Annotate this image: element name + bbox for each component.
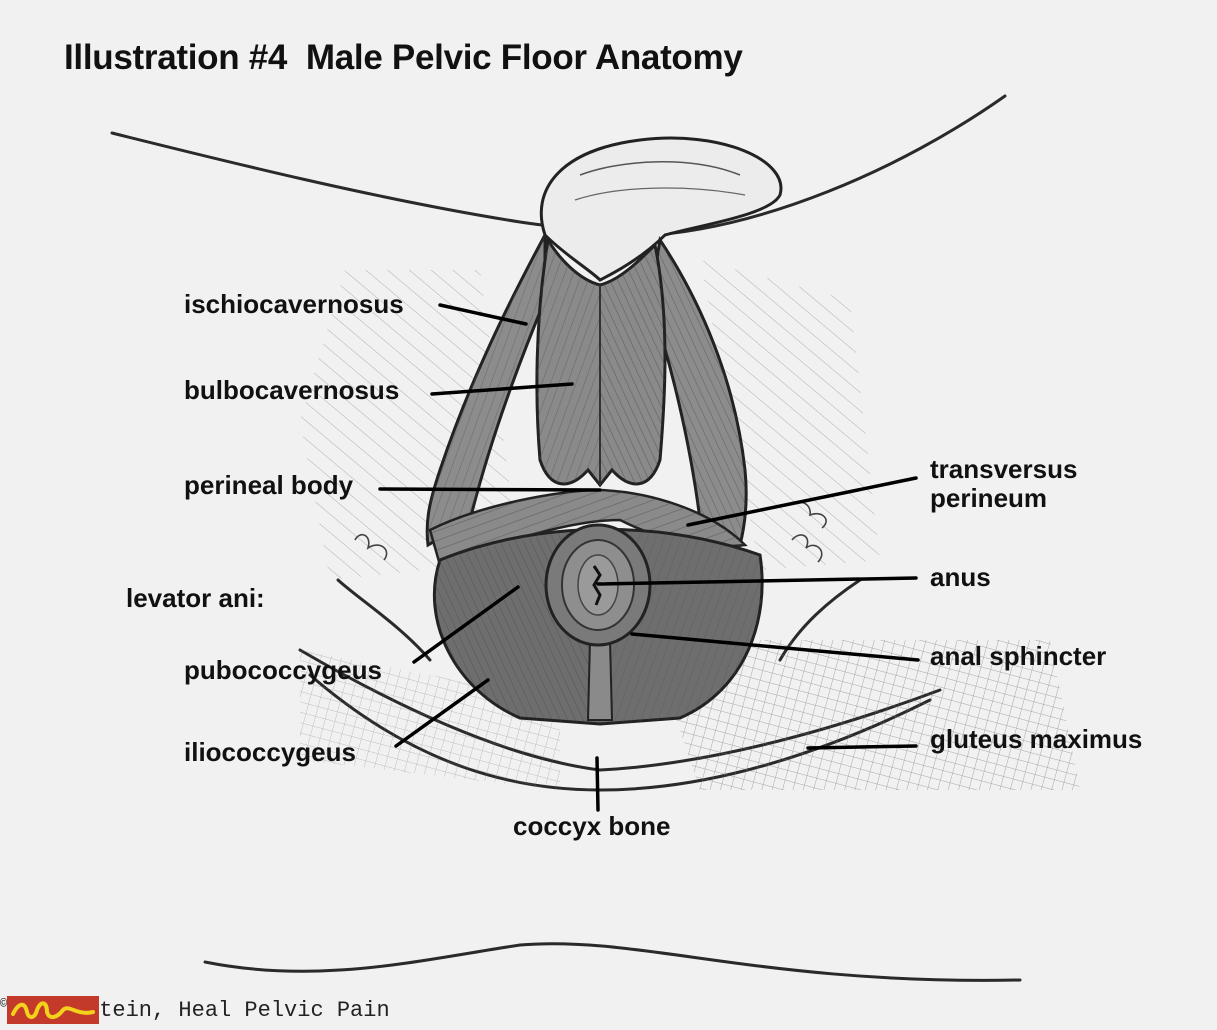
label-levator-ani: levator ani:	[126, 583, 265, 613]
leader-pubococcygeus	[412, 585, 520, 664]
leader-iliococcygeus	[394, 678, 490, 748]
leader-transversus-perineum	[686, 476, 918, 527]
illustration-title: Illustration #4 Male Pelvic Floor Anatom…	[64, 38, 743, 77]
leader-anus	[596, 576, 918, 586]
label-gluteus-maximus: gluteus maximus	[930, 724, 1143, 754]
copyright-mark: ©	[0, 997, 8, 1011]
label-coccyx-bone: coccyx bone	[513, 811, 671, 841]
label-anus: anus	[930, 562, 991, 592]
anus-opening	[592, 565, 602, 606]
ischiocavernosus-muscles	[425, 234, 748, 548]
leader-ischiocavernosus	[438, 303, 528, 326]
label-pubococcygeus: pubococcygeus	[184, 655, 382, 685]
leader-gluteus-maximus	[806, 744, 918, 750]
bulbocavernosus-muscle	[535, 235, 667, 488]
label-ischiocavernosus: ischiocavernosus	[184, 289, 404, 319]
logo-icon	[7, 996, 100, 1024]
leader-coccyx-bone	[595, 756, 600, 812]
leader-bulbocavernosus	[430, 382, 574, 396]
label-transversus-line1: transversus	[930, 454, 1078, 484]
leader-anal-sphincter	[630, 632, 920, 662]
leader-lines	[378, 303, 920, 812]
label-transversus-line2: perineum	[930, 483, 1048, 513]
label-anal-sphincter: anal sphincter	[930, 641, 1107, 671]
credit-text: tein, Heal Pelvic Pain	[99, 997, 390, 1023]
transversus-perineum-muscle	[428, 488, 748, 567]
label-bulbocavernosus: bulbocavernosus	[184, 375, 400, 405]
credit-line: © tein, Heal Pelvic Pain	[0, 995, 390, 1025]
glans-shape	[539, 136, 783, 282]
label-perineal-body: perineal body	[184, 470, 354, 500]
leader-perineal-body	[378, 487, 602, 492]
label-iliococcygeus: iliococcygeus	[184, 737, 356, 767]
